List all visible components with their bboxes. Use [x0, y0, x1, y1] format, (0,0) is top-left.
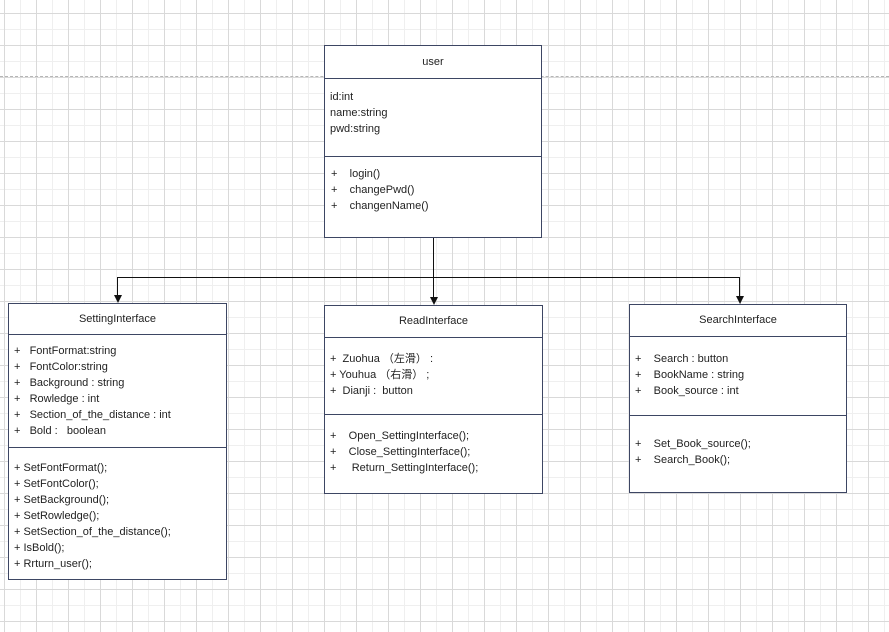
method-line: + SetRowledge(); [14, 510, 100, 522]
connector-branch-searchinterface[interactable] [739, 277, 740, 297]
method-line: + IsBold(); [14, 542, 65, 554]
attribute-line: + Book_source : int [635, 385, 739, 397]
attributes-compartment: id:int name:string pwd:string [325, 79, 541, 157]
method-line: + changePwd() [331, 184, 415, 196]
method-line: + SetFontFormat(); [14, 462, 108, 474]
connector-trunk[interactable] [433, 238, 434, 278]
method-line: + login() [331, 168, 381, 180]
method-line: + changenName() [331, 200, 429, 212]
attributes-compartment: + FontFormat:string + FontColor:string +… [9, 335, 226, 448]
attribute-line: name:string [330, 107, 388, 119]
method-line: + Set_Book_source(); [635, 438, 751, 450]
attribute-line: + BookName : string [635, 369, 745, 381]
arrowhead-down-icon [736, 296, 744, 304]
class-box-readinterface[interactable]: ReadInterface + Zuohua （左滑） : + Youhua （… [324, 305, 543, 494]
method-line: + SetFontColor(); [14, 478, 99, 490]
connector-branch-readinterface[interactable] [433, 277, 434, 298]
method-line: + SetBackground(); [14, 494, 110, 506]
method-line: + Rrturn_user(); [14, 558, 92, 570]
attribute-line: + Search : button [635, 353, 729, 365]
connector-crossbar[interactable] [117, 277, 740, 278]
method-line: + Close_SettingInterface(); [330, 446, 471, 458]
connector-branch-settinginterface[interactable] [117, 277, 118, 296]
class-title: user [325, 46, 541, 79]
method-line: + Open_SettingInterface(); [330, 430, 470, 442]
attribute-line: + Youhua （右滑） ; [330, 369, 430, 381]
attribute-line: + Bold : boolean [14, 425, 107, 437]
attribute-line: pwd:string [330, 123, 381, 135]
attributes-compartment: + Search : button + BookName : string + … [630, 337, 846, 416]
class-title: SettingInterface [9, 304, 226, 335]
attribute-line: id:int [330, 91, 354, 103]
class-box-searchinterface[interactable]: SearchInterface + Search : button + Book… [629, 304, 847, 493]
attribute-line: + Section_of_the_distance : int [14, 409, 171, 421]
class-title: SearchInterface [630, 305, 846, 337]
methods-compartment: + SetFontFormat(); + SetFontColor(); + S… [9, 448, 226, 579]
attribute-line: + Rowledge : int [14, 393, 100, 405]
arrowhead-down-icon [114, 295, 122, 303]
attribute-line: + Background : string [14, 377, 125, 389]
methods-compartment: + Open_SettingInterface(); + Close_Setti… [325, 415, 542, 493]
method-line: + Return_SettingInterface(); [330, 462, 479, 474]
methods-compartment: + Set_Book_source(); + Search_Book(); [630, 416, 846, 492]
method-line: + Search_Book(); [635, 454, 731, 466]
class-box-user[interactable]: user id:int name:string pwd:string + log… [324, 45, 542, 238]
method-line: + SetSection_of_the_distance(); [14, 526, 171, 538]
arrowhead-down-icon [430, 297, 438, 305]
attribute-line: + FontColor:string [14, 361, 108, 373]
attribute-line: + Zuohua （左滑） : [330, 353, 434, 365]
methods-compartment: + login() + changePwd() + changenName() [325, 157, 541, 237]
attributes-compartment: + Zuohua （左滑） : + Youhua （右滑） ; + Dianji… [325, 338, 542, 415]
class-title: ReadInterface [325, 306, 542, 338]
attribute-line: + Dianji : button [330, 385, 413, 397]
attribute-line: + FontFormat:string [14, 345, 117, 357]
class-box-settinginterface[interactable]: SettingInterface + FontFormat:string + F… [8, 303, 227, 580]
